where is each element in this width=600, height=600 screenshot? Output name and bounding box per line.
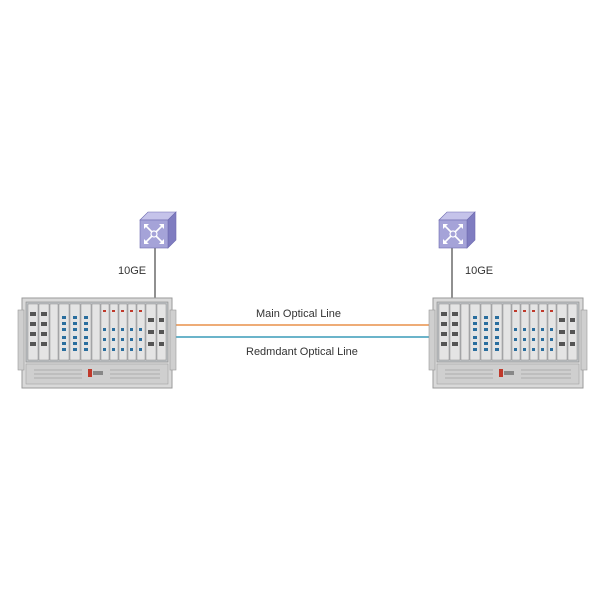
- right-uplink-label: 10GE: [465, 265, 494, 277]
- right-switch-icon: [438, 211, 476, 249]
- main-line-label: Main Optical Line: [256, 308, 341, 320]
- redundant-line-label: Redmdant Optical Line: [246, 346, 358, 358]
- left-switch-icon: [139, 211, 177, 249]
- left-chassis-icon: [17, 297, 177, 389]
- right-chassis-icon: [428, 297, 588, 389]
- left-uplink-label: 10GE: [118, 265, 147, 277]
